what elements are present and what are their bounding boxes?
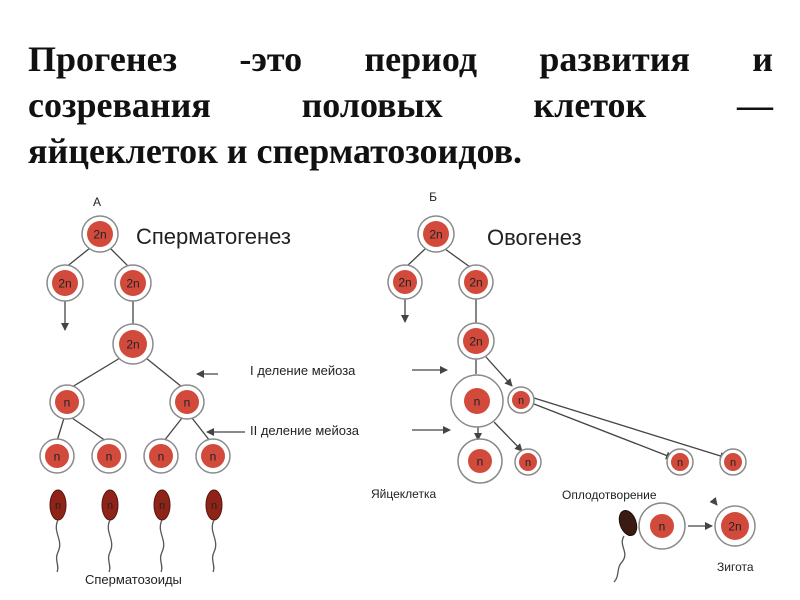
arrow-b-polar4 [534,398,727,458]
cell-a-n-left: n [50,385,84,419]
cell-b-fertilized-egg: n [639,503,685,549]
cell-a-spermatid-3: n [144,439,178,473]
line-a-m2-4 [192,418,210,441]
svg-text:2n: 2n [469,335,482,349]
svg-text:2n: 2n [126,338,139,352]
svg-text:2n: 2n [126,277,139,291]
arrow-b-polar3 [534,404,673,458]
svg-text:n: n [474,395,481,409]
cell-b-root: 2n [418,216,454,252]
svg-text:n: n [525,457,531,469]
line-a-m2-2 [72,418,106,441]
line-a-top-right [110,248,130,268]
meiosis-2-label: II деление мейоза [250,423,360,438]
cell-b-oocyte-2: n [451,375,503,427]
svg-text:n: n [677,457,683,469]
cell-b-2n-right: 2n [459,265,493,299]
cell-a-root: 2n [82,216,118,252]
panel-a-letter: А [93,195,101,209]
cell-a-spermatid-4: n [196,439,230,473]
svg-text:n: n [184,396,191,410]
arrow-b-polar2 [494,422,522,451]
line-b-top-right [445,249,470,267]
svg-text:2n: 2n [93,228,106,242]
svg-text:n: n [159,500,165,512]
svg-text:n: n [64,396,71,410]
svg-text:n: n [107,500,113,512]
cell-a-2n-right: 2n [115,265,151,301]
svg-text:2n: 2n [398,276,411,290]
cell-b-zygote: 2n [715,506,755,546]
line-a-m2-3 [164,418,182,441]
cell-b-egg: n [458,439,502,483]
svg-text:2n: 2n [728,520,741,534]
panel-b-title: Овогенез [487,225,582,250]
svg-text:n: n [54,450,61,464]
svg-text:n: n [158,450,165,464]
egg-label: Яйцеклетка [371,487,436,501]
panel-a-title: Сперматогенез [136,224,291,249]
sperm-4: n [206,490,222,572]
line-a-mei1-left [72,358,120,387]
spermatozoa: n n n n [50,490,640,582]
meiosis-1-label: I деление мейоза [250,363,356,378]
sperm-1: n [50,490,66,572]
cell-a-spermatid-2: n [92,439,126,473]
svg-text:n: n [55,500,61,512]
line-a-mei1-right [146,358,182,387]
svg-text:2n: 2n [58,277,71,291]
svg-text:n: n [477,455,484,469]
sperm-3: n [154,490,170,572]
svg-text:2n: 2n [469,276,482,290]
cell-b-polar-2: n [515,449,541,475]
svg-text:n: n [659,520,666,534]
svg-text:n: n [518,395,524,407]
svg-text:n: n [730,457,736,469]
panel-b-letter: Б [429,190,437,204]
line-a-m2-1 [57,418,64,441]
fertilization-label: Оплодотворение [562,488,657,502]
zygote-label: Зигота [717,560,754,574]
svg-text:n: n [106,450,113,464]
cell-a-n-right: n [170,385,204,419]
cell-a-2n-center: 2n [113,324,153,364]
cell-b-polar-3: n [667,449,693,475]
cell-b-2n-left: 2n [388,265,422,299]
cell-a-2n-left: 2n [47,265,83,301]
cell-b-2n-center: 2n [458,323,494,359]
svg-text:n: n [210,450,217,464]
line-b-top-left [406,249,425,267]
svg-text:2n: 2n [429,228,442,242]
sperm-2: n [102,490,118,572]
cell-a-spermatid-1: n [40,439,74,473]
cell-b-polar-1: n [508,387,534,413]
sperm-fertilizing [614,508,640,582]
spermatozoa-label: Сперматозоиды [85,572,182,587]
svg-text:n: n [211,500,217,512]
arrow-b-fertilization [713,500,717,505]
cell-b-polar-4: n [720,449,746,475]
